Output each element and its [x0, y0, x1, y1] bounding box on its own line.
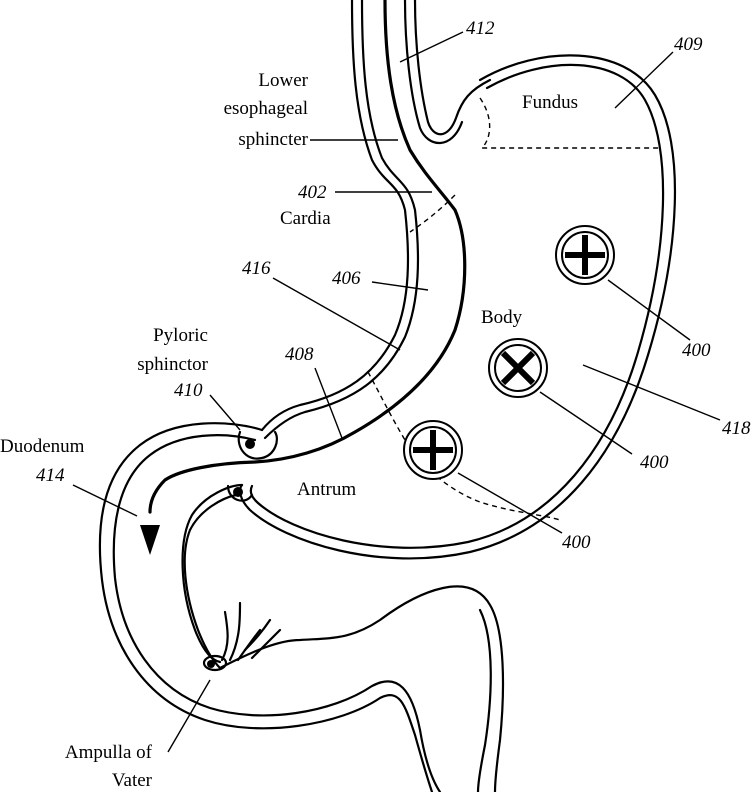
label-fundus: Fundus: [522, 92, 578, 113]
label-ampulla-line1: Ampulla of: [65, 742, 153, 763]
ref-electrode-top: 400: [682, 340, 711, 361]
pyloric-sphincter: [228, 432, 277, 501]
label-antrum: Antrum: [297, 479, 356, 500]
ampulla-dot: [207, 660, 215, 668]
label-duodenum: Duodenum: [0, 436, 85, 457]
ref-electrode-bottom: 400: [562, 532, 591, 553]
label-pyloric-line2: sphinctor: [137, 354, 208, 375]
label-pyloric-line1: Pyloric: [153, 325, 208, 346]
label-lower-line2: esophageal: [224, 98, 308, 119]
leader-lines: [73, 32, 720, 752]
label-lower-line3: sphincter: [238, 129, 308, 150]
ref-body-region: 418: [722, 418, 751, 439]
ref-antrum: 408: [285, 344, 314, 365]
ref-cardia: 402: [298, 182, 327, 203]
label-body: Body: [481, 307, 523, 328]
ref-esophagus: 412: [466, 18, 495, 39]
ref-inner-lining: 406: [332, 268, 361, 289]
electrode-top: [556, 226, 614, 284]
electrode-middle: [489, 339, 547, 397]
ref-electrode-middle: 400: [640, 452, 669, 473]
electrode-bottom: [404, 421, 462, 479]
text-labels: Lower esophageal sphincter Fundus Cardia…: [0, 18, 751, 791]
ref-stomach-wall: 416: [242, 258, 271, 279]
label-cardia: Cardia: [280, 208, 331, 229]
ref-duodenum: 414: [36, 465, 65, 486]
label-ampulla-line2: Vater: [112, 770, 153, 791]
flow-arrow: [140, 525, 160, 555]
ref-fundus: 409: [674, 34, 703, 55]
label-lower-line1: Lower: [258, 70, 308, 91]
ref-pyloric: 410: [174, 380, 203, 401]
